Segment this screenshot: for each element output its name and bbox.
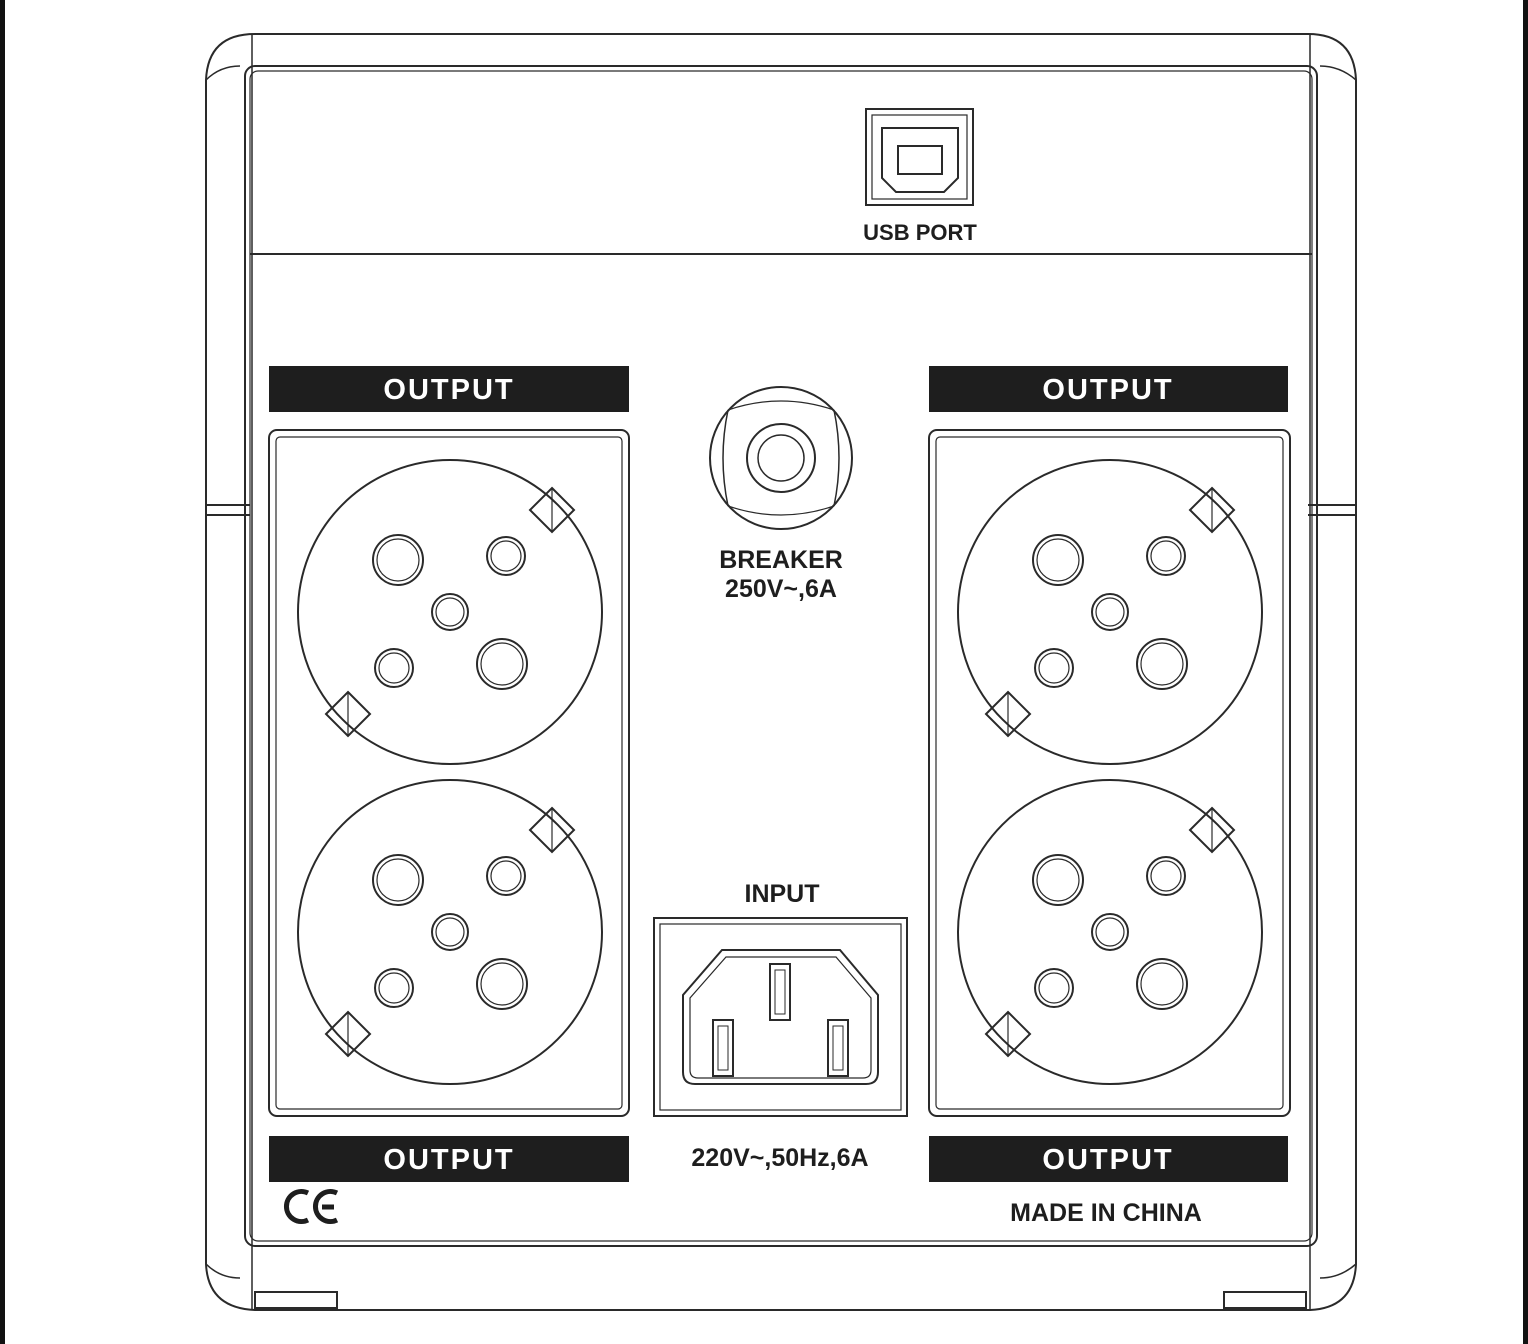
output-plate-top-right bbox=[929, 366, 1288, 412]
made-in-china-label: MADE IN CHINA bbox=[1010, 1199, 1202, 1227]
contact-hole bbox=[374, 968, 414, 1008]
contact-hole bbox=[476, 958, 528, 1010]
output-plate-bottom-right bbox=[929, 1136, 1288, 1182]
iec-input-inlet[interactable] bbox=[653, 917, 908, 1117]
contact-hole bbox=[476, 638, 528, 690]
contact-hole bbox=[1034, 968, 1074, 1008]
input-rating: 220V~,50Hz,6A bbox=[691, 1144, 868, 1172]
contact-hole bbox=[431, 913, 469, 951]
iec-live-pin bbox=[712, 1019, 734, 1077]
output-plate-top-left bbox=[269, 366, 629, 412]
contact-hole bbox=[1136, 958, 1188, 1010]
contact-hole bbox=[1146, 856, 1186, 896]
usb-port[interactable] bbox=[865, 108, 974, 206]
right-page-edge bbox=[1523, 0, 1528, 1344]
output-label-top-left: OUTPUT bbox=[383, 374, 514, 406]
right-socket-frame bbox=[928, 429, 1291, 1117]
rear-panel bbox=[244, 65, 1318, 1247]
contact-hole bbox=[1034, 648, 1074, 688]
contact-hole bbox=[1032, 534, 1084, 586]
iec-neutral-pin bbox=[827, 1019, 849, 1077]
input-title: INPUT bbox=[745, 880, 820, 908]
output-socket-right-top[interactable] bbox=[957, 459, 1263, 765]
breaker-rating: 250V~,6A bbox=[725, 575, 837, 603]
foot-right bbox=[1223, 1291, 1307, 1309]
contact-hole bbox=[372, 854, 424, 906]
contact-hole bbox=[1136, 638, 1188, 690]
contact-hole bbox=[1091, 593, 1129, 631]
iec-earth-pin bbox=[769, 963, 791, 1021]
contact-hole bbox=[486, 536, 526, 576]
housing-seam-left bbox=[206, 504, 250, 516]
contact-hole bbox=[1146, 536, 1186, 576]
housing-seam-right bbox=[1308, 504, 1356, 516]
ce-mark-logo bbox=[284, 1189, 339, 1224]
left-socket-frame bbox=[268, 429, 630, 1117]
contact-hole bbox=[431, 593, 469, 631]
contact-hole bbox=[374, 648, 414, 688]
output-label-bottom-right: OUTPUT bbox=[1042, 1144, 1173, 1176]
breaker-button[interactable] bbox=[709, 386, 853, 530]
left-page-edge bbox=[0, 0, 5, 1344]
foot-left bbox=[254, 1291, 338, 1309]
output-socket-right-bottom[interactable] bbox=[957, 779, 1263, 1085]
output-plate-bottom-left bbox=[269, 1136, 629, 1182]
contact-hole bbox=[372, 534, 424, 586]
contact-hole bbox=[486, 856, 526, 896]
output-socket-left-top[interactable] bbox=[297, 459, 603, 765]
output-label-bottom-left: OUTPUT bbox=[383, 1144, 514, 1176]
output-socket-left-bottom[interactable] bbox=[297, 779, 603, 1085]
ups-housing-outline bbox=[205, 33, 1357, 1311]
contact-hole bbox=[1091, 913, 1129, 951]
usb-b-connector-icon bbox=[897, 145, 943, 175]
contact-hole bbox=[1032, 854, 1084, 906]
output-label-top-right: OUTPUT bbox=[1042, 374, 1173, 406]
usb-port-label: USB PORT bbox=[863, 220, 977, 245]
breaker-title: BREAKER bbox=[719, 546, 843, 574]
